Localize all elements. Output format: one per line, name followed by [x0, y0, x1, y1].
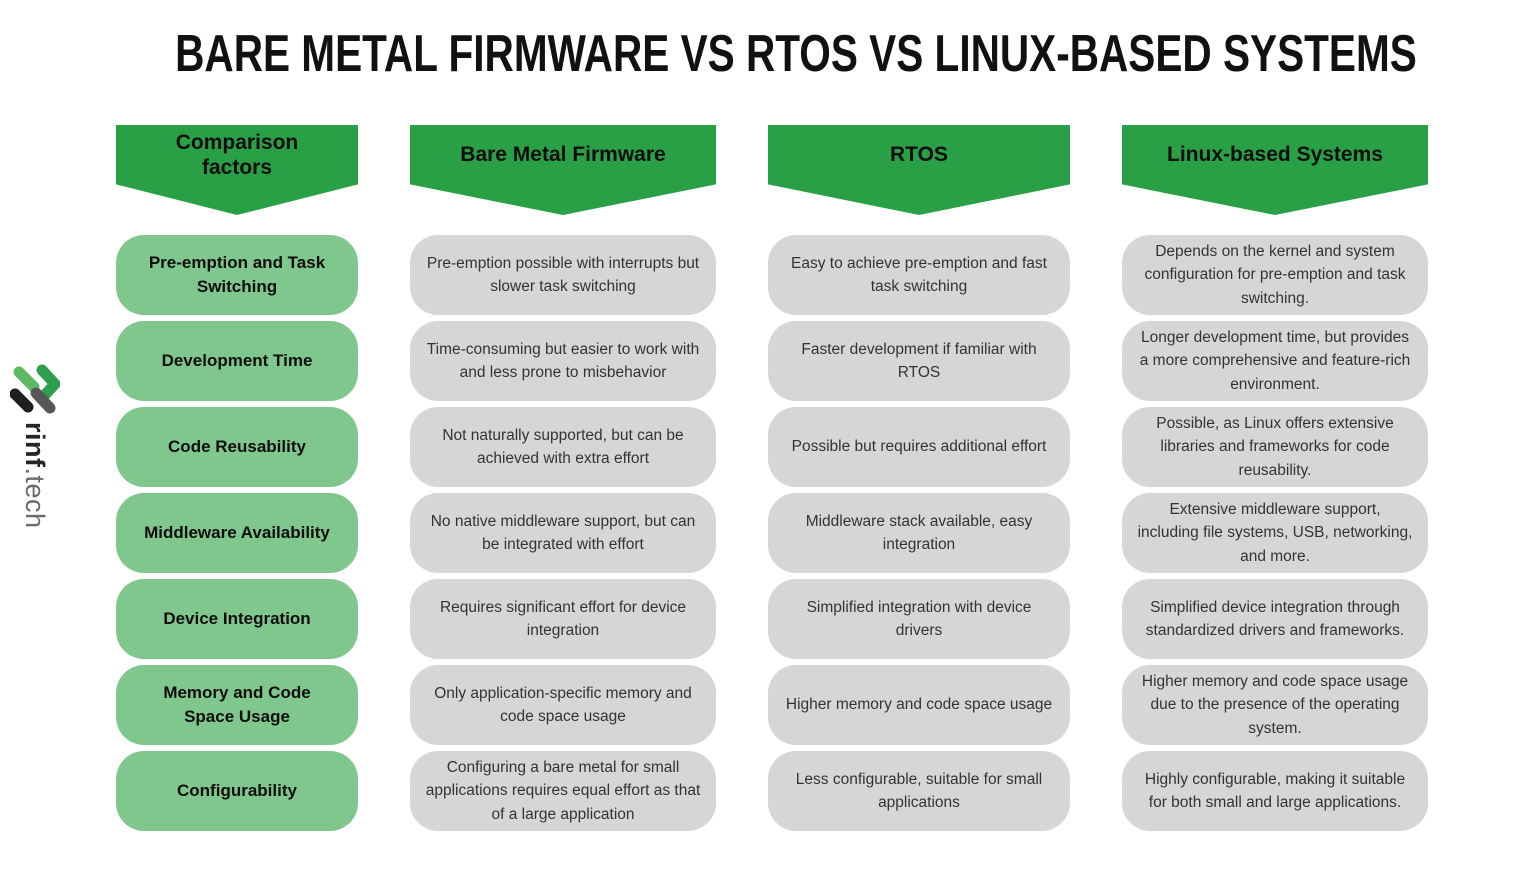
cell-text: Simplified device integration through st… — [1145, 598, 1405, 639]
factor-pill: Code Reusability — [116, 407, 358, 487]
factor-label: Configurability — [177, 781, 297, 801]
column-header-bare-metal-firmware: Bare Metal Firmware — [410, 125, 716, 215]
factor-pill: Middleware Availability — [116, 493, 358, 573]
bare-metal-cell: Requires significant effort for device i… — [410, 579, 716, 659]
cell-text: Pre-emption possible with interrupts but… — [426, 254, 700, 295]
bare-metal-cell: No native middleware support, but can be… — [410, 493, 716, 573]
cell-text: Easy to achieve pre-emption and fast tas… — [791, 254, 1047, 295]
column-header-label: RTOS — [890, 143, 948, 167]
rtos-cell: Middleware stack available, easy integra… — [768, 493, 1070, 573]
column-header-label: Bare Metal Firmware — [460, 143, 666, 167]
table-body: Pre-emption and Task Switching Pre-emptio… — [116, 235, 1536, 831]
cell-text: Only application-specific memory and cod… — [434, 684, 692, 725]
linux-cell: Possible, as Linux offers extensive libr… — [1122, 407, 1428, 487]
linux-cell: Simplified device integration through st… — [1122, 579, 1428, 659]
column-headers-row: Comparison factors Bare Metal Firmware RTO… — [116, 125, 1536, 215]
factor-label: Development Time — [161, 351, 313, 371]
bare-metal-cell: Time-consuming but easier to work with a… — [410, 321, 716, 401]
factor-label: Memory and Code Space Usage — [163, 683, 311, 726]
cell-text: No native middleware support, but can be… — [430, 512, 696, 553]
factor-label: Device Integration — [163, 609, 311, 629]
bare-metal-cell: Configuring a bare metal for small appli… — [410, 751, 716, 831]
factor-label: Middleware Availability — [144, 523, 330, 543]
factor-pill: Memory and Code Space Usage — [116, 665, 358, 745]
cell-text: Highly configurable, making it suitable … — [1144, 770, 1406, 811]
factor-pill: Development Time — [116, 321, 358, 401]
linux-cell: Extensive middleware support, including … — [1122, 493, 1428, 573]
linux-cell: Longer development time, but provides a … — [1122, 321, 1428, 401]
cell-text: Time-consuming but easier to work with a… — [426, 340, 700, 381]
logo-brand-text: rinf.tech — [20, 422, 51, 529]
logo-brand: rinf — [20, 422, 51, 468]
cell-text: Possible, as Linux offers extensive libr… — [1156, 415, 1394, 479]
page-title: BARE METAL FIRMWARE VS RTOS VS LINUX-BAS… — [0, 25, 1536, 83]
rtos-cell: Simplified integration with device drive… — [768, 579, 1070, 659]
column-header-rtos: RTOS — [768, 125, 1070, 215]
cell-text: Possible but requires additional effort — [791, 438, 1047, 456]
column-header-linux-based-systems: Linux-based Systems — [1122, 125, 1428, 215]
factor-label: Code Reusability — [168, 437, 306, 457]
rtos-cell: Possible but requires additional effort — [768, 407, 1070, 487]
cell-text: Configuring a bare metal for small appli… — [425, 759, 701, 823]
rtos-cell: Less configurable, suitable for small ap… — [768, 751, 1070, 831]
cell-text: Simplified integration with device drive… — [806, 598, 1032, 639]
comparison-table: Comparison factors Bare Metal Firmware RTO… — [0, 125, 1536, 831]
cell-text: Less configurable, suitable for small ap… — [795, 770, 1043, 811]
factor-pill: Device Integration — [116, 579, 358, 659]
linux-cell: Highly configurable, making it suitable … — [1122, 751, 1428, 831]
cell-text: Higher memory and code space usage due t… — [1141, 673, 1409, 737]
bare-metal-cell: Only application-specific memory and cod… — [410, 665, 716, 745]
cell-text: Faster development if familiar with RTOS — [801, 340, 1037, 381]
cell-text: Middleware stack available, easy integra… — [805, 512, 1033, 553]
cell-text: Higher memory and code space usage — [785, 696, 1053, 714]
cell-text: Requires significant effort for device i… — [439, 598, 687, 639]
factor-pill: Pre-emption and Task Switching — [116, 235, 358, 315]
logo-mark-icon — [10, 364, 60, 414]
bare-metal-cell: Pre-emption possible with interrupts but… — [410, 235, 716, 315]
cell-text: Extensive middleware support, including … — [1137, 501, 1413, 565]
column-header-label: Linux-based Systems — [1167, 143, 1383, 167]
factor-pill: Configurability — [116, 751, 358, 831]
factor-label: Pre-emption and Task Switching — [148, 253, 326, 296]
bare-metal-cell: Not naturally supported, but can be achi… — [410, 407, 716, 487]
logo: rinf.tech — [8, 364, 62, 600]
linux-cell: Higher memory and code space usage due t… — [1122, 665, 1428, 745]
logo-tld: .tech — [20, 467, 51, 529]
cell-text: Not naturally supported, but can be achi… — [442, 426, 684, 467]
linux-cell: Depends on the kernel and system configu… — [1122, 235, 1428, 315]
cell-text: Depends on the kernel and system configu… — [1144, 243, 1406, 307]
cell-text: Longer development time, but provides a … — [1139, 329, 1411, 393]
rtos-cell: Easy to achieve pre-emption and fast tas… — [768, 235, 1070, 315]
rtos-cell: Faster development if familiar with RTOS — [768, 321, 1070, 401]
column-header-label: Comparison factors — [175, 130, 299, 179]
page-title-text: BARE METAL FIRMWARE VS RTOS VS LINUX-BAS… — [175, 25, 1417, 83]
rtos-cell: Higher memory and code space usage — [768, 665, 1070, 745]
column-header-comparison-factors: Comparison factors — [116, 125, 358, 215]
